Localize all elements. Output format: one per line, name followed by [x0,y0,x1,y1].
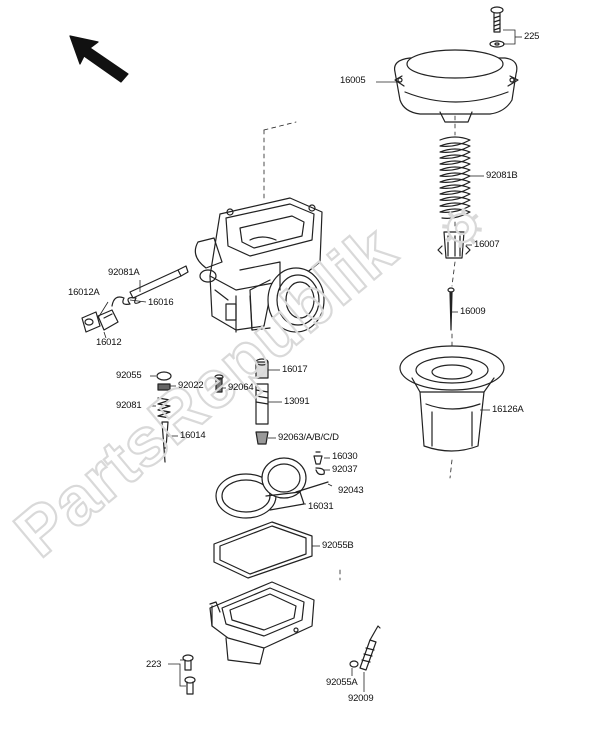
carburetor-body [194,197,325,333]
gasket-92055B [213,521,313,579]
label-16030: 16030 [332,451,358,462]
label-16014: 16014 [180,430,206,441]
needle-16009 [447,287,455,331]
pilot-screw-16016 [111,265,189,307]
float-16031 [215,457,307,519]
screw-225 [489,6,505,48]
label-16012: 16012 [96,337,122,348]
needle-jet-13091 [255,383,269,425]
spring-92081B [439,136,471,219]
label-92081: 92081 [116,400,142,411]
jet-needle-16014 [161,421,169,463]
label-16031: 16031 [308,501,334,512]
washer-92055A [349,660,359,668]
top-cover-16005 [393,49,519,123]
guide-lines [263,115,456,581]
label-16009: 16009 [460,306,486,317]
label-92081A: 92081A [108,267,140,278]
label-92037: 92037 [332,464,358,475]
o-ring-92064 [214,374,224,393]
label-92063: 92063/A/B/C/D [278,432,339,443]
float-valve-16030 [313,451,323,465]
direction-arrow-icon [69,35,129,83]
plug-16012 [97,309,119,331]
label-16012A: 16012A [68,287,100,298]
label-225: 225 [524,31,540,42]
screw-223 [182,654,196,695]
diaphragm-16126A [399,345,505,452]
clip-92037 [315,467,325,476]
label-92055: 92055 [116,370,142,381]
plug-16012A [81,311,101,333]
label-92055B: 92055B [322,540,354,551]
float-bowl [209,581,315,665]
spring-92081 [157,397,171,419]
jet-16017 [255,358,269,379]
main-jet-92063 [255,431,269,445]
label-92081B: 92081B [486,170,518,181]
label-16017: 16017 [282,364,308,375]
label-92022: 92022 [178,380,204,391]
label-16007: 16007 [474,239,500,250]
label-92064: 92064 [228,382,254,393]
label-92055A: 92055A [326,677,358,688]
needle-holder-16007 [437,231,471,259]
drain-screw-92009 [359,625,381,671]
label-16126A: 16126A [492,404,524,415]
plug-92022 [157,383,171,391]
washer-92055 [156,371,172,381]
label-16005: 16005 [340,75,366,86]
float-pin-92043 [295,481,329,493]
label-13091: 13091 [284,396,310,407]
label-223: 223 [146,659,162,670]
label-92009: 92009 [348,693,374,704]
label-92043: 92043 [338,485,364,496]
leader-lines [97,29,522,692]
label-16016: 16016 [148,297,174,308]
